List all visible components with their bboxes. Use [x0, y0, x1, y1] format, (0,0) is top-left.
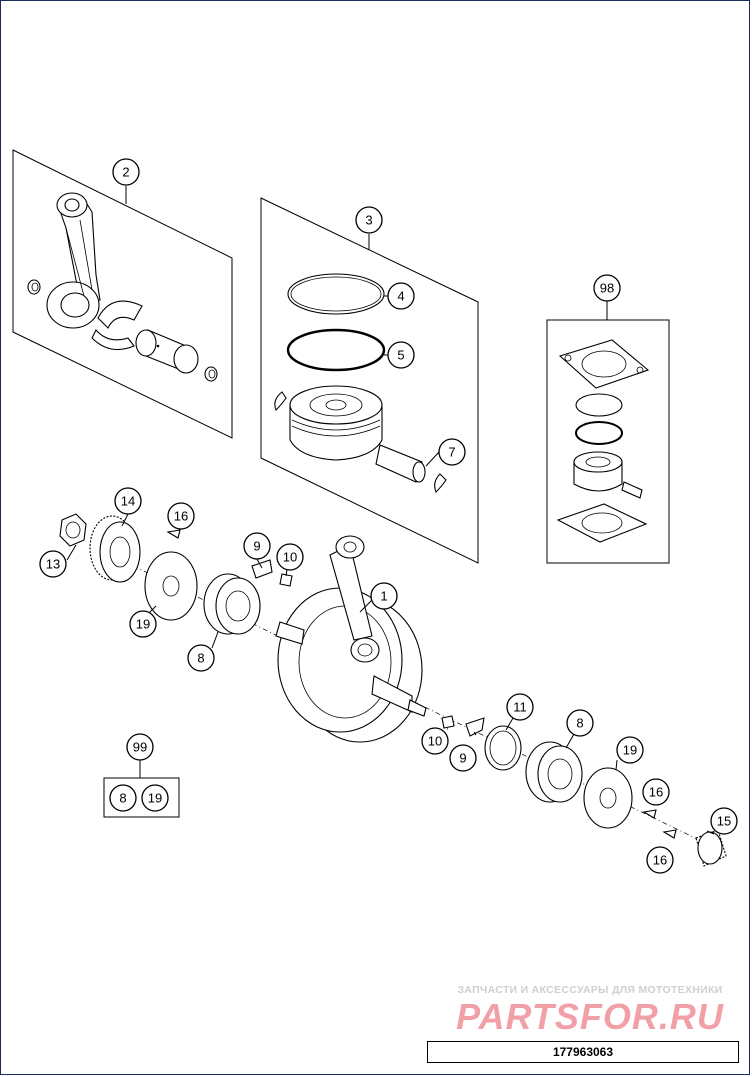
svg-text:98: 98 [600, 281, 614, 296]
callout-3: 3 [355, 206, 383, 234]
lock-plate-9-left [251, 559, 273, 579]
piston-pin [375, 444, 426, 483]
svg-text:15: 15 [717, 814, 731, 829]
svg-text:19: 19 [148, 791, 162, 806]
svg-text:1: 1 [380, 589, 387, 604]
callout-15: 15 [710, 807, 738, 835]
woodruff-key-16-lower-right [662, 829, 677, 839]
callout-16-lower-right: 16 [646, 846, 674, 874]
lock-plate-9-right [465, 717, 485, 737]
piston-ring-4 [287, 273, 385, 315]
svg-text:13: 13 [46, 557, 60, 572]
circlip-upper [274, 391, 287, 411]
callout-11: 11 [506, 693, 534, 721]
svg-text:10: 10 [283, 550, 297, 565]
svg-text:3: 3 [365, 213, 372, 228]
callout-13: 13 [39, 550, 67, 578]
gear-15 [695, 829, 727, 867]
svg-text:99: 99 [133, 740, 147, 755]
part-number-label: 177963063 [427, 1041, 739, 1063]
nut-13 [59, 513, 87, 547]
cylinder-head-gasket [558, 339, 650, 389]
svg-text:8: 8 [197, 651, 204, 666]
cylinder-base-gasket [556, 503, 648, 543]
callout-9-right: 9 [449, 744, 477, 772]
needle-bearing-halves [91, 300, 143, 351]
svg-text:11: 11 [513, 700, 527, 715]
ring-11 [484, 725, 522, 771]
panel-piston-kit [260, 197, 479, 564]
svg-text:9: 9 [253, 539, 260, 554]
svg-text:9: 9 [459, 751, 466, 766]
kit-99-box [103, 777, 180, 818]
screw-10-right [441, 715, 455, 729]
callout-4: 4 [387, 282, 415, 310]
bearing-8-left [203, 573, 261, 635]
svg-text:16: 16 [174, 509, 188, 524]
woodruff-key-16-upper-right [642, 809, 657, 819]
callout-99: 99 [126, 733, 154, 761]
callout-1: 1 [370, 582, 398, 610]
screw-10-left [279, 573, 293, 587]
kit-piston [573, 451, 623, 492]
bearing-8-right [525, 741, 583, 803]
shim-19-left [144, 551, 198, 621]
callout-9-left: 9 [243, 532, 271, 560]
svg-text:16: 16 [649, 785, 663, 800]
svg-text:4: 4 [397, 289, 404, 304]
svg-text:2: 2 [122, 165, 129, 180]
callout-16-left: 16 [167, 502, 195, 530]
callout-14: 14 [114, 487, 142, 515]
callout-19-left: 19 [129, 610, 157, 638]
small-washer-left [27, 279, 41, 295]
callout-99-kit-8: 8 [109, 784, 137, 812]
svg-text:10: 10 [428, 734, 442, 749]
crankshaft [275, 535, 427, 743]
panel-conrod-kit [12, 149, 233, 439]
small-washer-right [204, 366, 218, 382]
svg-text:5: 5 [397, 348, 404, 363]
callout-10-left: 10 [276, 543, 304, 571]
crank-pin [135, 329, 199, 374]
gear-14 [89, 515, 141, 583]
conrod-part [46, 192, 101, 329]
kit-ring-thick [575, 421, 623, 445]
kit-piston-pin [621, 481, 643, 499]
kit-ring-thin [575, 393, 623, 417]
watermark-caption: ЗАПЧАСТИ И АКСЕССУАРЫ ДЛЯ МОТОТЕХНИКИ [457, 984, 723, 996]
shim-19-right [583, 767, 633, 829]
callout-10-right: 10 [421, 727, 449, 755]
callout-16-upper-right: 16 [642, 778, 670, 806]
callout-8-right: 8 [566, 709, 594, 737]
svg-text:8: 8 [576, 716, 583, 731]
svg-text:7: 7 [448, 445, 455, 460]
callout-99-kit-19: 19 [141, 784, 169, 812]
callout-8-left: 8 [187, 644, 215, 672]
callout-19-right: 19 [616, 736, 644, 764]
piston [289, 385, 383, 461]
svg-text:16: 16 [653, 853, 667, 868]
piston-ring-5 [286, 328, 386, 372]
callout-2: 2 [112, 158, 140, 186]
panel-gasket-kit [546, 319, 670, 564]
svg-text:14: 14 [121, 494, 135, 509]
callout-98: 98 [593, 274, 621, 302]
callout-5: 5 [387, 341, 415, 369]
circlip-lower [434, 473, 447, 493]
watermark-brand-logo: PARTSFOR.RU [456, 996, 724, 1037]
svg-text:19: 19 [136, 617, 150, 632]
callout-7: 7 [438, 438, 466, 466]
svg-text:19: 19 [623, 743, 637, 758]
woodruff-key-16-left [166, 529, 181, 539]
svg-text:8: 8 [119, 791, 126, 806]
